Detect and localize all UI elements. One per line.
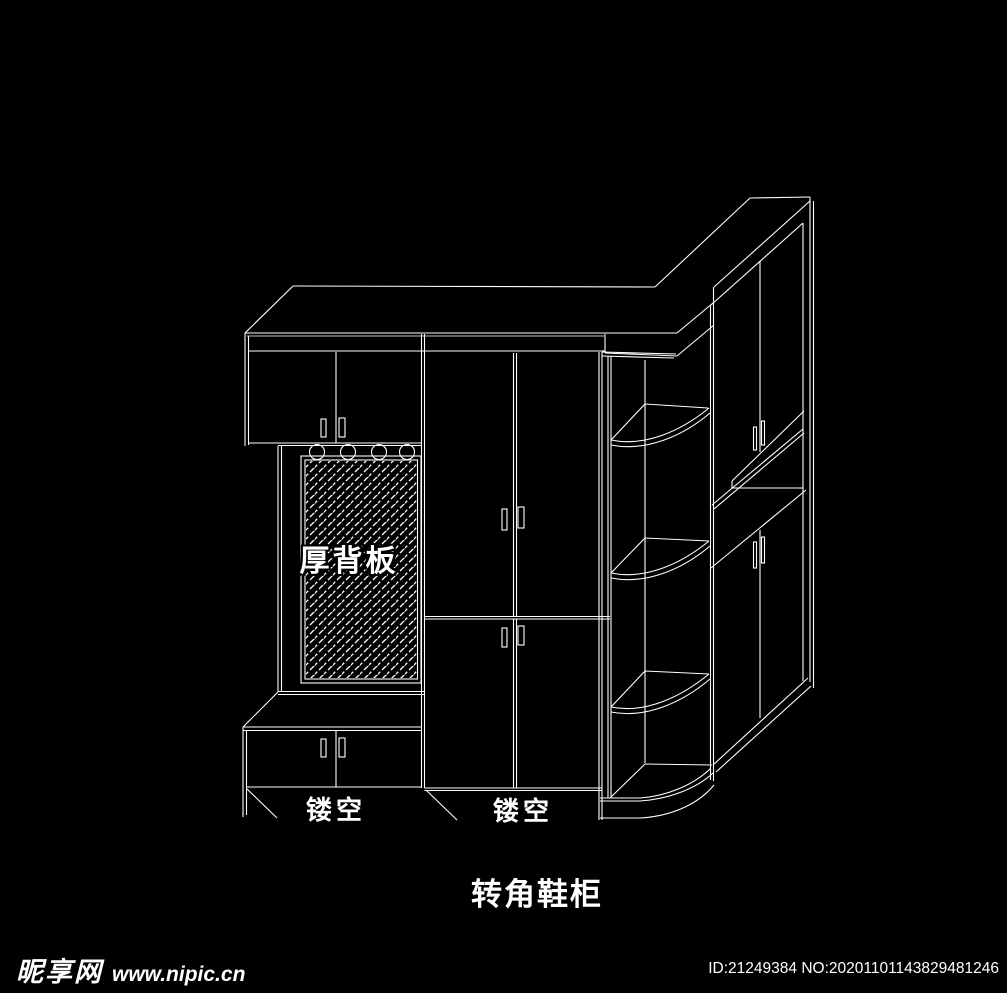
back-panel-label: 厚背板	[299, 545, 399, 578]
site-branding: 昵享网 www.nipic.cn	[0, 950, 245, 989]
door-handle	[760, 536, 766, 564]
bench-cabinet	[242, 691, 421, 819]
drawing-title: 转角鞋柜	[471, 877, 603, 912]
middle-cabinet	[420, 334, 610, 821]
door-handle	[501, 508, 508, 531]
site-logo-text: 昵享网	[16, 956, 103, 987]
door-handle	[501, 627, 508, 648]
hollow-label-middle: 镂空	[492, 797, 554, 826]
back-panel-hatch	[306, 461, 417, 678]
door-handle	[752, 541, 758, 569]
door-handle	[320, 738, 327, 758]
door-handle	[517, 625, 525, 646]
hollow-label-left: 镂空	[305, 796, 367, 825]
door-handle	[338, 417, 346, 438]
top-slab	[244, 285, 715, 446]
corner-shelves	[598, 351, 715, 820]
door-handle	[517, 506, 525, 529]
right-cabinet	[654, 196, 815, 781]
image-id-text: ID:21249384 NO:20201101143829481246	[708, 960, 999, 977]
door-handle	[752, 426, 758, 451]
door-handle	[320, 418, 327, 438]
door-handle	[760, 420, 766, 446]
door-handle	[338, 737, 346, 758]
back-panel-inner	[304, 459, 419, 680]
upper-left-cabinet	[248, 352, 421, 444]
watermark-footer: 昵享网 www.nipic.cn ID:21249384 NO:20201101…	[0, 945, 1007, 993]
site-url-text: www.nipic.cn	[112, 962, 246, 986]
